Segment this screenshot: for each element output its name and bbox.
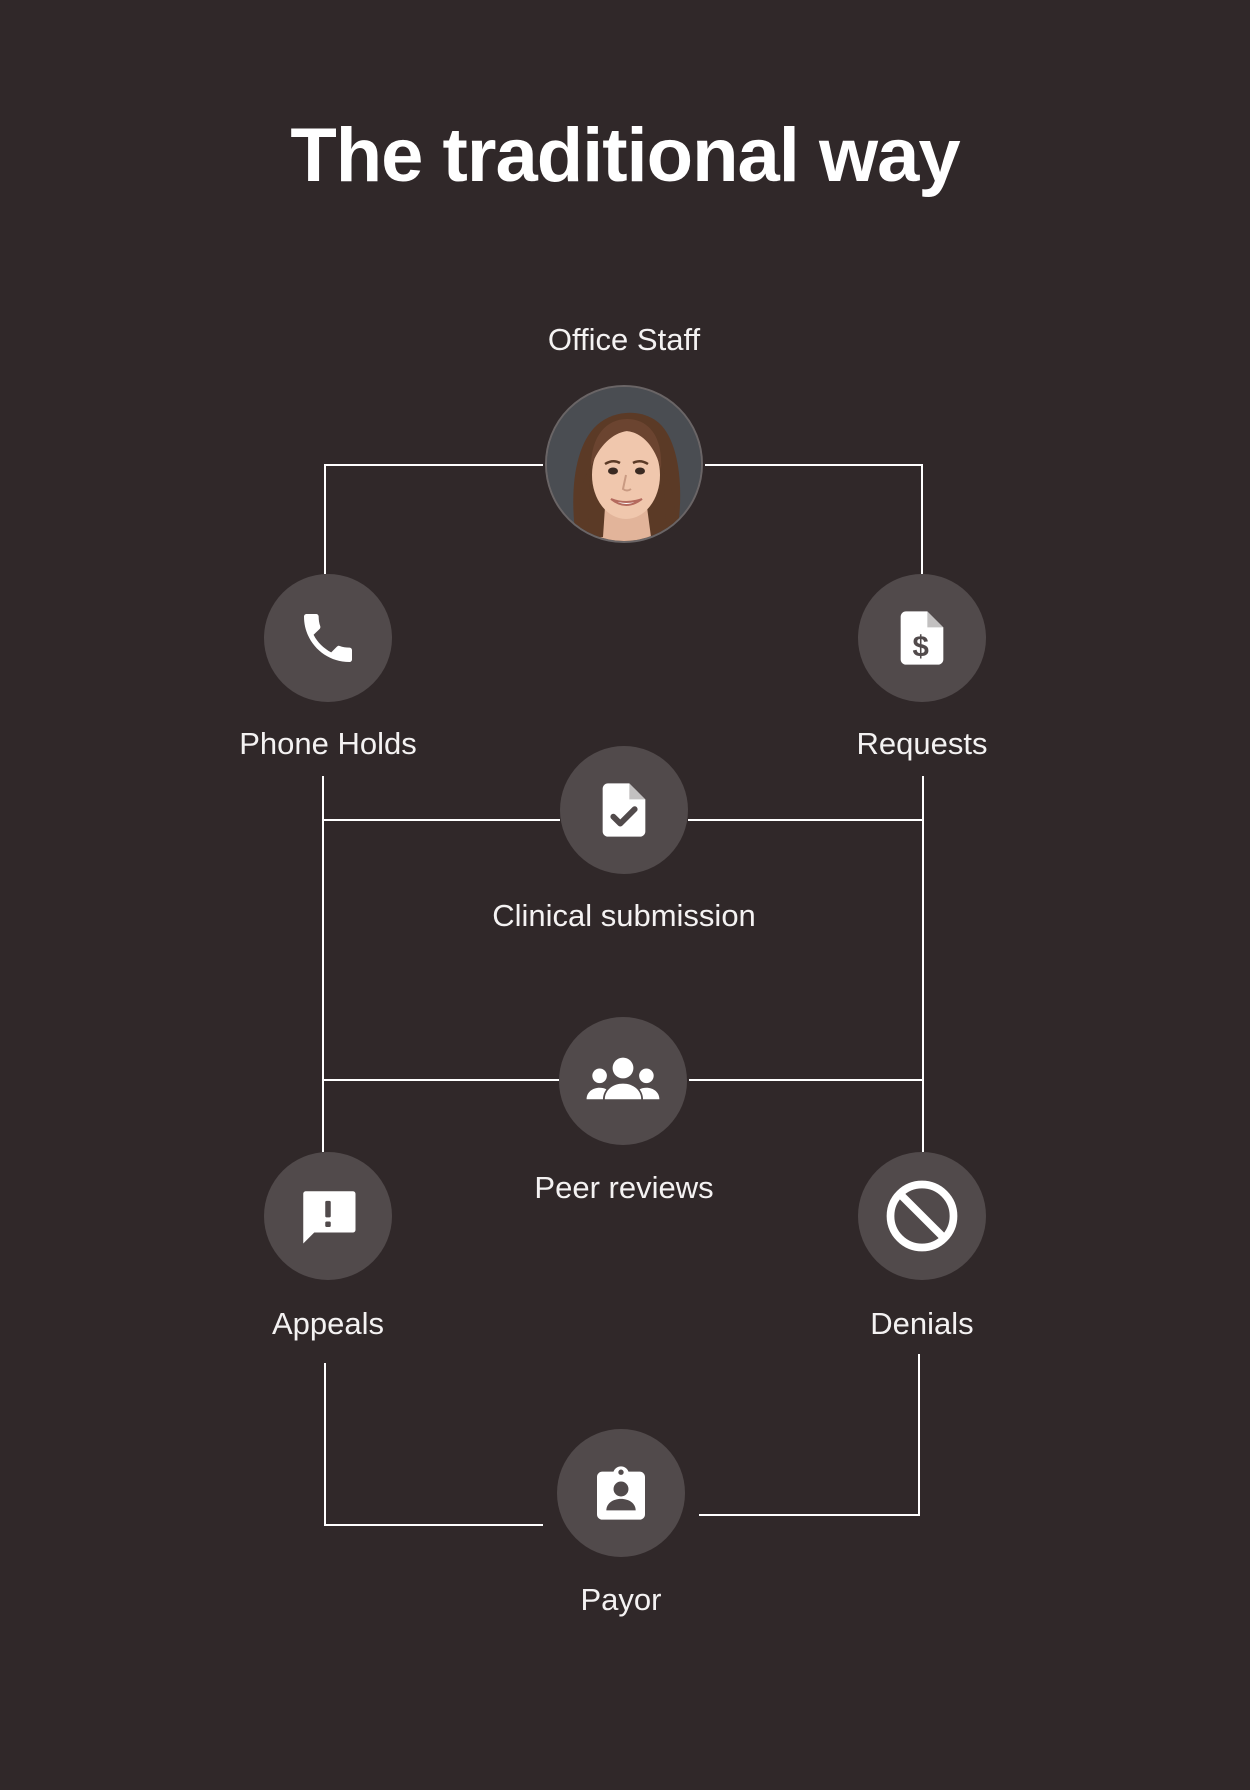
requests-node: $ bbox=[858, 574, 986, 702]
phone-holds-node bbox=[264, 574, 392, 702]
connector-appeals-payor bbox=[324, 1363, 543, 1526]
requests-label: Requests bbox=[856, 726, 988, 761]
clipboard-user-icon bbox=[597, 1466, 645, 1520]
invoice-dollar-icon: $ bbox=[900, 611, 944, 665]
document-check-icon bbox=[602, 783, 646, 837]
appeals-node bbox=[264, 1152, 392, 1280]
connector-staff-phone bbox=[324, 464, 543, 574]
denials-label: Denials bbox=[870, 1306, 974, 1341]
clinical-submission-label: Clinical submission bbox=[492, 898, 756, 933]
clinical-submission-node bbox=[560, 746, 688, 874]
connector-denials-payor bbox=[699, 1354, 920, 1516]
phone-holds-label: Phone Holds bbox=[239, 726, 417, 761]
appeals-label: Appeals bbox=[271, 1306, 385, 1341]
peer-reviews-node bbox=[559, 1017, 687, 1145]
peer-reviews-label: Peer reviews bbox=[534, 1170, 714, 1205]
office-staff-label: Office Staff bbox=[547, 322, 701, 357]
office-staff-avatar bbox=[545, 385, 703, 543]
page-title: The traditional way bbox=[290, 113, 960, 198]
connector-staff-requests bbox=[705, 464, 923, 574]
phone-icon bbox=[304, 614, 352, 662]
payor-label: Payor bbox=[580, 1582, 662, 1617]
block-icon bbox=[886, 1180, 958, 1252]
alert-message-icon bbox=[303, 1191, 356, 1244]
payor-node bbox=[557, 1429, 685, 1557]
svg-text:$: $ bbox=[913, 631, 929, 664]
group-icon bbox=[586, 1057, 660, 1100]
denials-node bbox=[858, 1152, 986, 1280]
